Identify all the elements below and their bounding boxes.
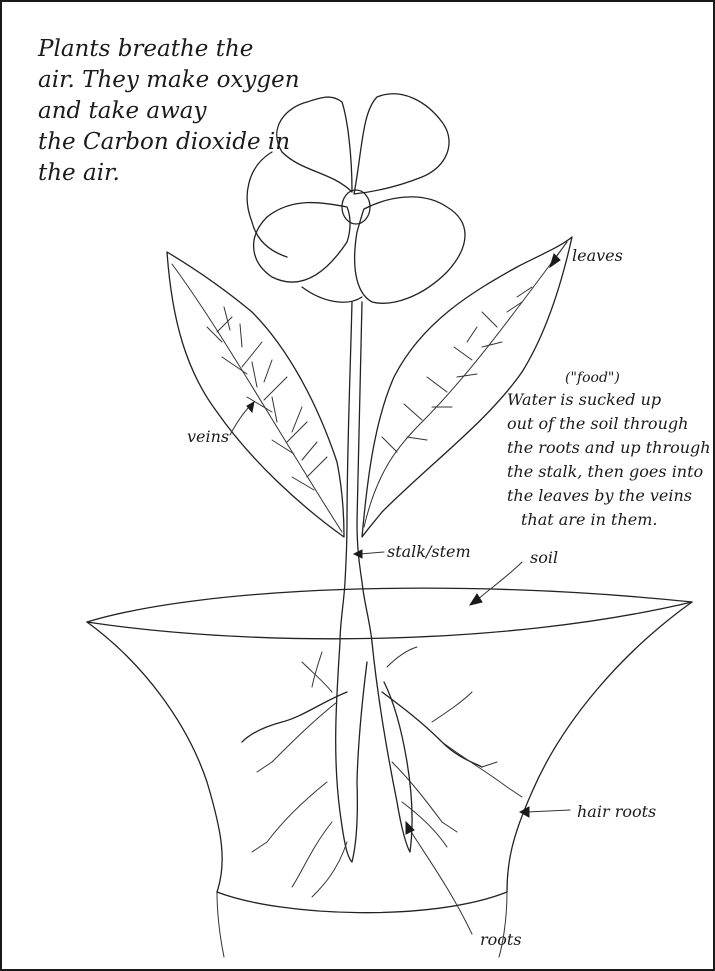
label-veins: veins xyxy=(187,429,229,445)
label-leaves: leaves xyxy=(572,248,623,264)
water-note-line: Water is sucked up xyxy=(507,388,711,412)
petal-right xyxy=(355,197,465,303)
pot-left-side xyxy=(87,622,222,892)
label-roots: roots xyxy=(480,932,522,948)
petal-top-right xyxy=(354,94,449,194)
water-note-line: the leaves by the veins xyxy=(507,484,711,508)
left-leaf-midrib xyxy=(172,264,342,532)
roots xyxy=(242,642,522,897)
water-note-insert: ("food") xyxy=(565,366,620,390)
petal-top-left xyxy=(277,97,352,192)
petal-outline-bottom xyxy=(302,287,362,302)
water-note-line: out of the soil through xyxy=(507,412,711,436)
left-leaf xyxy=(167,252,344,537)
stem xyxy=(340,302,372,642)
water-note: ("food") Water is sucked up out of the s… xyxy=(507,388,711,532)
label-soil: soil xyxy=(530,550,558,566)
pot-right-side xyxy=(507,602,692,892)
pot-rim-front xyxy=(87,602,692,639)
pot xyxy=(87,588,692,957)
water-note-line: the roots and up through xyxy=(507,436,711,460)
petal-outline-left xyxy=(247,152,287,257)
label-stalk: stalk/stem xyxy=(387,544,471,560)
pot-base xyxy=(217,892,507,913)
water-note-line: that are in them. xyxy=(507,508,711,532)
flower xyxy=(247,94,465,303)
petal-left xyxy=(254,203,350,283)
label-hair-roots: hair roots xyxy=(577,804,656,820)
water-note-line: the stalk, then goes into xyxy=(507,460,711,484)
pot-rim-back xyxy=(87,588,692,622)
